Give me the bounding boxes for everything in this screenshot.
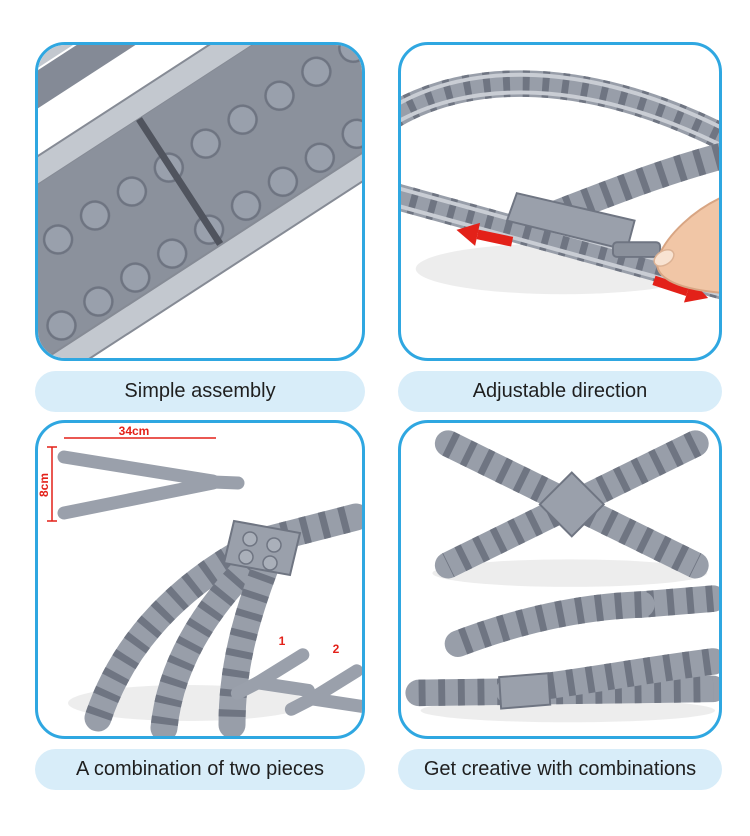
piece-2-label: 2	[333, 642, 340, 656]
dim-width-label: 34cm	[119, 424, 150, 438]
cell-combination-two-pieces: 8cm 34cm	[35, 420, 365, 790]
cell-creative-combinations: Get creative with combinations	[398, 420, 722, 790]
switch-assembly	[405, 648, 719, 710]
assembly-plate	[498, 672, 552, 710]
crossing-plate	[538, 471, 606, 538]
cell-adjustable-direction: Adjustable direction	[398, 42, 722, 412]
panel-combination-two-pieces: 8cm 34cm	[35, 420, 365, 739]
caption-creative-combinations: Get creative with combinations	[398, 749, 722, 790]
caption-combination-two-pieces: A combination of two pieces	[35, 749, 365, 790]
creative-combinations-photo	[405, 430, 719, 723]
large-fork	[84, 503, 362, 736]
panel-adjustable-direction	[398, 42, 722, 361]
red-arrow-left-icon	[456, 222, 514, 247]
panel-creative-combinations	[398, 420, 722, 739]
joined-track-pieces	[38, 45, 362, 358]
simple-assembly-photo	[38, 45, 362, 358]
crossing-tracks	[434, 430, 709, 579]
panel-simple-assembly	[35, 42, 365, 361]
cell-simple-assembly: Simple assembly	[35, 42, 365, 412]
measured-fork	[57, 450, 245, 520]
caption-adjustable-direction: Adjustable direction	[398, 371, 722, 412]
product-infographic: Simple assembly	[35, 42, 722, 790]
mini-fork-1	[230, 648, 315, 700]
pointing-finger	[653, 197, 719, 294]
dim-height-label: 8cm	[38, 473, 51, 497]
joint-gap	[136, 117, 224, 247]
caption-simple-assembly: Simple assembly	[35, 371, 365, 412]
piece-1-label: 1	[279, 634, 286, 648]
dimension-lines	[47, 437, 216, 522]
combination-two-pieces-photo: 8cm 34cm	[38, 424, 362, 736]
curved-track	[401, 70, 719, 151]
middle-fork-track	[444, 585, 719, 658]
mini-fork-2	[284, 664, 362, 716]
adjustable-direction-photo	[401, 70, 719, 303]
switch-lever	[612, 241, 662, 258]
